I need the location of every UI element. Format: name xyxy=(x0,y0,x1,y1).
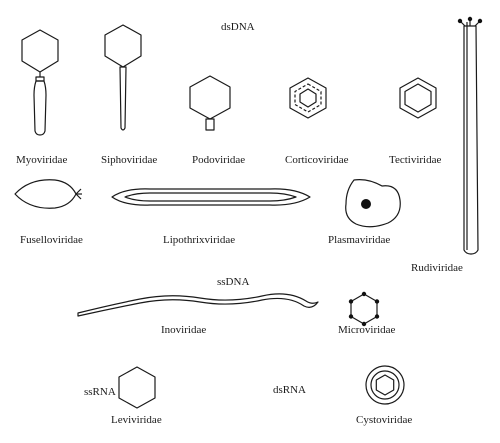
corticoviridae-virion xyxy=(289,77,327,119)
fuselloviridae-virion xyxy=(14,179,82,209)
inoviridae-virion xyxy=(77,293,319,317)
cystoviridae-virion xyxy=(365,365,405,405)
microviridae-virion xyxy=(348,291,380,327)
label-lipothrixviridae: Lipothrixviridae xyxy=(163,234,236,246)
siphoviridae-virion xyxy=(104,24,142,131)
label-fuselloviridae: Fuselloviridae xyxy=(20,234,83,246)
label-leviviridae: Leviviridae xyxy=(111,414,162,426)
section-label-ssrna: ssRNA xyxy=(84,386,116,398)
section-label-dsrna: dsRNA xyxy=(273,384,307,396)
label-corticoviridae: Corticoviridae xyxy=(285,154,349,166)
label-cystoviridae: Cystoviridae xyxy=(356,414,413,426)
label-plasmaviridae: Plasmaviridae xyxy=(328,234,391,246)
rudiviridae-virion xyxy=(457,16,483,255)
section-label-dsdna: dsDNA xyxy=(221,21,255,33)
label-myoviridae: Myoviridae xyxy=(16,154,68,166)
label-inoviridae: Inoviridae xyxy=(161,324,207,336)
label-siphoviridae: Siphoviridae xyxy=(101,154,158,166)
label-microviridae: Microviridae xyxy=(338,324,396,336)
label-rudiviridae: Rudiviridae xyxy=(411,262,463,274)
section-label-ssdna: ssDNA xyxy=(217,276,250,288)
lipothrixviridae-virion xyxy=(111,188,311,206)
label-tectiviridae: Tectiviridae xyxy=(389,154,442,166)
leviviridae-virion xyxy=(118,366,156,409)
tectiviridae-virion xyxy=(399,77,437,119)
label-podoviridae: Podoviridae xyxy=(192,154,246,166)
myoviridae-virion xyxy=(21,29,59,136)
podoviridae-virion xyxy=(189,75,231,131)
plasmaviridae-virion xyxy=(345,179,401,228)
